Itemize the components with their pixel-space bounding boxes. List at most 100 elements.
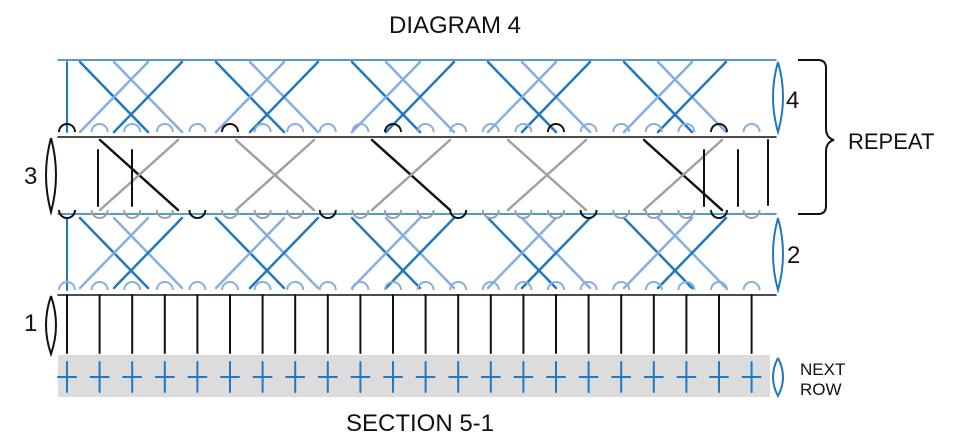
row-4-loop — [286, 123, 305, 133]
next-row-stitches — [57, 361, 762, 393]
row-3-loop — [612, 209, 631, 219]
row-label-4: 4 — [786, 87, 799, 114]
row-2-loop — [155, 281, 174, 291]
crossed-stitch-back — [506, 138, 588, 212]
turning-chain-row-1 — [45, 295, 57, 358]
row-3-loop — [221, 209, 239, 219]
crossed-stitch-layer — [78, 60, 728, 290]
row-4-loop — [449, 123, 468, 133]
row-4-loop — [155, 123, 174, 133]
row-4-loop — [188, 123, 207, 133]
row-3-loop — [123, 209, 142, 219]
row-2-loop — [58, 281, 76, 291]
row-2-loop — [742, 281, 761, 291]
row-4-loop — [221, 123, 239, 133]
row-label-1: 1 — [24, 310, 37, 337]
row-label-3: 3 — [24, 163, 37, 190]
crossed-stitch-back — [78, 216, 150, 290]
row-2-loop — [318, 281, 337, 291]
row-3-loop — [90, 209, 109, 219]
row-2-loop — [123, 281, 142, 291]
row-3-loop — [742, 209, 761, 219]
row-3-loop — [318, 209, 337, 219]
row-3-loop — [58, 209, 76, 219]
row-4-loop — [416, 123, 435, 133]
row-4-loop — [253, 123, 272, 133]
row-2-loop — [90, 281, 109, 291]
row-2-loop — [221, 281, 239, 291]
row-3-stitches — [57, 136, 777, 215]
row-2-loop — [416, 281, 435, 291]
row-4-loop — [318, 123, 337, 133]
crossed-stitch-back — [98, 138, 180, 212]
row-3-loop — [188, 209, 207, 219]
crossed-stitch-back — [622, 60, 694, 134]
row-2-loop — [547, 281, 565, 291]
next-row-label-line2: ROW — [800, 380, 842, 399]
crossed-stitch-back — [112, 60, 184, 134]
row-4-loop — [58, 123, 76, 133]
row-3-loop — [384, 209, 402, 219]
crossed-stitch-back — [520, 216, 592, 290]
row-3-loop — [481, 209, 500, 219]
row-4-loop — [514, 123, 533, 133]
turning-chain-row-4 — [772, 61, 784, 136]
crossed-stitch-back — [622, 216, 694, 290]
row-4-loop — [547, 123, 565, 133]
repeat-label: REPEAT — [848, 129, 934, 154]
row-2-loop — [351, 281, 370, 291]
row-3-loop — [351, 209, 370, 219]
row-4-loop — [351, 123, 370, 133]
row-3-loop — [514, 209, 533, 219]
row-3-loop — [547, 209, 565, 219]
row-3-loop — [710, 209, 728, 219]
crossed-stitch-back — [486, 216, 558, 290]
row-2-loop — [612, 281, 631, 291]
row-3-loop — [449, 209, 468, 219]
row-4-loop — [481, 123, 500, 133]
repeat-bracket — [798, 59, 835, 215]
turning-chain-row-3 — [45, 137, 57, 216]
crossed-stitch-back — [112, 216, 184, 290]
turning-chain-row-2 — [772, 217, 784, 294]
row-3-loop — [644, 209, 663, 219]
crossed-stitch-back — [384, 60, 456, 134]
crossed-stitch-back — [656, 216, 728, 290]
row-4-loop — [677, 123, 696, 133]
crossed-stitch-back — [248, 216, 320, 290]
row-3-loop — [579, 209, 598, 219]
row-4-stitches — [57, 59, 777, 291]
crossed-stitch-back — [248, 60, 320, 134]
crossed-stitch-back — [642, 138, 724, 212]
row-1-stitches — [57, 294, 777, 354]
row-4-loop — [90, 123, 109, 133]
next-row-label-line1: NEXT — [800, 360, 845, 379]
row-2-loop — [253, 281, 272, 291]
section-caption: SECTION 5-1 — [346, 410, 494, 436]
row-4-loop — [710, 123, 728, 133]
crossed-stitch-back — [656, 60, 728, 134]
row-3-loop — [155, 209, 174, 219]
crossed-stitch-back — [520, 60, 592, 134]
row-2-loop — [449, 281, 468, 291]
crossed-stitch-back — [234, 138, 316, 212]
row-2-loop — [286, 281, 305, 291]
diagram-title: DIAGRAM 4 — [389, 12, 521, 39]
row-2-loop — [188, 281, 207, 291]
row-4-loop — [644, 123, 663, 133]
row-3-loop — [416, 209, 435, 219]
row-3-loop — [677, 209, 696, 219]
row-4-loop — [384, 123, 402, 133]
row-label-2: 2 — [787, 242, 800, 269]
crossed-stitch-back — [350, 60, 422, 134]
row-4-loop — [612, 123, 631, 133]
crossed-stitch-back — [214, 60, 286, 134]
row-4-loop — [579, 123, 598, 133]
row-2-loop — [481, 281, 500, 291]
crossed-stitch-back — [384, 216, 456, 290]
turning-chain-next-row — [772, 357, 784, 399]
crossed-stitch-back — [486, 60, 558, 134]
crossed-stitch-back — [370, 138, 452, 212]
crossed-stitch-back — [350, 216, 422, 290]
